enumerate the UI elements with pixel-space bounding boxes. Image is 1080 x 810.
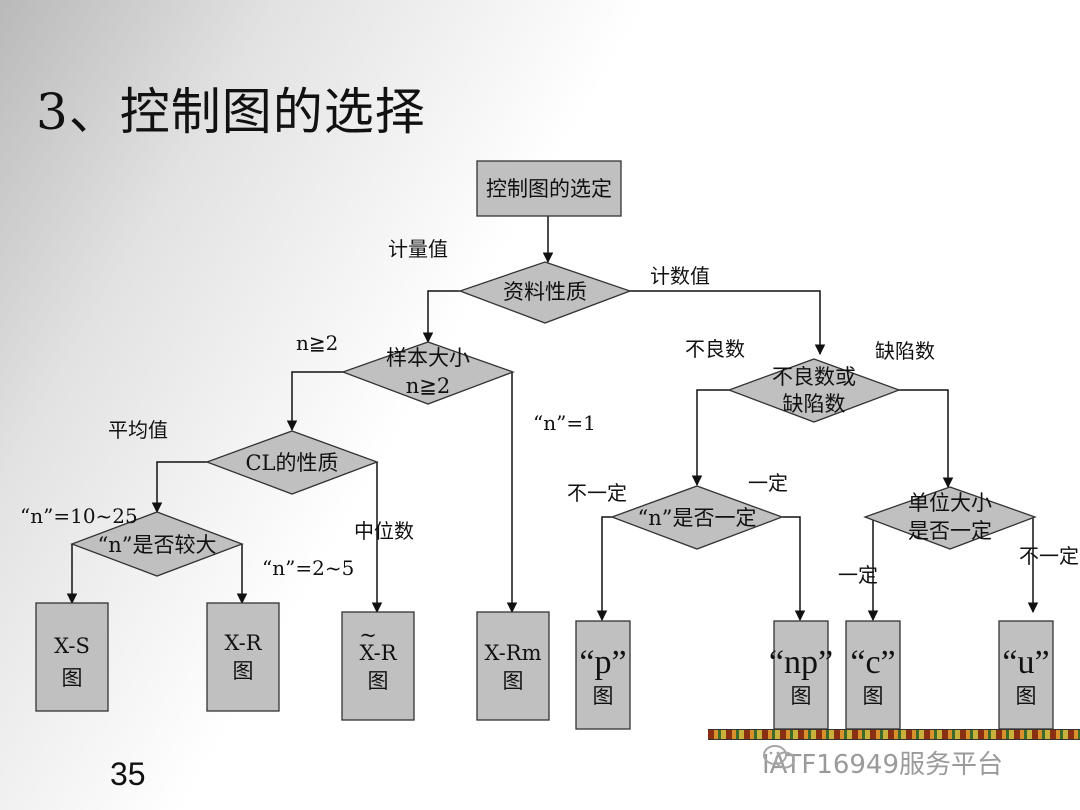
label-variable: 计量值 [388, 237, 448, 261]
svg-text:缺陷数: 缺陷数 [783, 392, 846, 416]
svg-text:图: 图 [863, 684, 884, 708]
chart-box-np: “np” 图 [769, 620, 833, 730]
label-mean: 平均值 [108, 418, 168, 442]
label-attribute: 计数值 [650, 264, 710, 288]
svg-text:资料性质: 资料性质 [503, 280, 587, 304]
edge-sample-to-cl [286, 371, 344, 432]
chart-box-u: “u” 图 [998, 620, 1054, 730]
chart-box-xs: X-S 图 [35, 602, 109, 712]
chart-box-median-xr: ~ X-R 图 [341, 611, 415, 721]
svg-text:图: 图 [233, 659, 254, 683]
svg-text:图: 图 [791, 684, 812, 708]
label-median: 中位数 [354, 519, 414, 543]
svg-text:样本大小: 样本大小 [386, 346, 470, 370]
label-n-10-25: “n”=10~25 [20, 504, 138, 528]
svg-text:X-R: X-R [224, 631, 262, 655]
start-node: 控制图的选定 [476, 160, 622, 217]
label-n-2-5: “n”=2~5 [262, 556, 354, 580]
svg-text:图: 图 [593, 684, 614, 708]
watermark: IATF16949服务平台 [762, 744, 1003, 781]
svg-text:~: ~ [359, 623, 377, 647]
edge-labels: 计量值 计数值 n≧2 “n”=1 平均值 中位数 “n”=10~25 “n”=… [20, 237, 1079, 587]
svg-text:控制图的选定: 控制图的选定 [486, 177, 612, 201]
label-not-fixed-left: 不一定 [567, 481, 627, 505]
svg-text:是否一定: 是否一定 [908, 519, 992, 543]
edge-defect-to-unitsize [898, 389, 954, 489]
chart-box-c: “c” 图 [845, 620, 901, 730]
svg-text:X-S: X-S [54, 634, 90, 658]
decision-cl-nature: CL的性质 [205, 430, 379, 495]
decision-data-type: 资料性质 [458, 261, 632, 324]
chart-box-p: “p” 图 [575, 620, 631, 730]
svg-text:图: 图 [1016, 684, 1037, 708]
decision-n-fixed: “n”是否一定 [610, 485, 784, 550]
svg-text:单位大小: 单位大小 [908, 491, 992, 515]
edge-nfixed-to-np [782, 516, 806, 622]
edge-cl-to-nlarge [151, 461, 208, 514]
wechat-icon [763, 745, 795, 769]
svg-text:图: 图 [368, 669, 389, 693]
svg-text:不良数或: 不良数或 [772, 365, 856, 389]
watermark-text: IATF16949服务平台 [762, 750, 1003, 780]
svg-text:“n”是否较大: “n”是否较大 [98, 533, 217, 557]
svg-text:“c”: “c” [850, 644, 895, 681]
decision-n-large: “n”是否较大 [70, 511, 244, 577]
svg-text:“p”: “p” [579, 644, 626, 681]
edge-defect-to-nfixed [691, 389, 730, 487]
svg-text:X-Rm: X-Rm [484, 641, 541, 665]
svg-text:“u”: “u” [1002, 644, 1049, 681]
decorative-strip [708, 729, 1080, 740]
edge-data-type-to-defect [629, 290, 826, 356]
svg-text:图: 图 [503, 669, 524, 693]
svg-text:图: 图 [62, 666, 83, 690]
edge-nfixed-to-p [596, 516, 612, 622]
svg-text:n≧2: n≧2 [406, 374, 450, 398]
svg-text:“np”: “np” [769, 644, 833, 681]
page-number: 35 [110, 756, 146, 792]
label-defective: 不良数 [685, 337, 745, 361]
svg-text:X-R: X-R [359, 641, 397, 665]
svg-text:“n”是否一定: “n”是否一定 [638, 506, 757, 530]
decision-defect-type: 不良数或 缺陷数 [727, 358, 901, 423]
label-fixed-right: 一定 [838, 563, 878, 587]
edge-data-type-to-sample [422, 290, 460, 344]
decision-unit-size: 单位大小 是否一定 [863, 486, 1037, 550]
slide-title: 3、控制图的选择 [36, 83, 426, 141]
svg-text:CL的性质: CL的性质 [245, 451, 338, 475]
label-not-fixed-right: 不一定 [1019, 544, 1079, 568]
label-n-ge2: n≧2 [296, 331, 338, 355]
label-n-eq1: “n”=1 [533, 411, 596, 435]
decision-sample-size: 样本大小 n≧2 [341, 341, 515, 405]
label-fixed-left: 一定 [748, 471, 788, 495]
flow-edges [66, 216, 1039, 622]
chart-box-xrm: X-Rm 图 [476, 611, 550, 721]
chart-box-xr: X-R 图 [206, 602, 280, 712]
label-defects: 缺陷数 [875, 339, 935, 363]
